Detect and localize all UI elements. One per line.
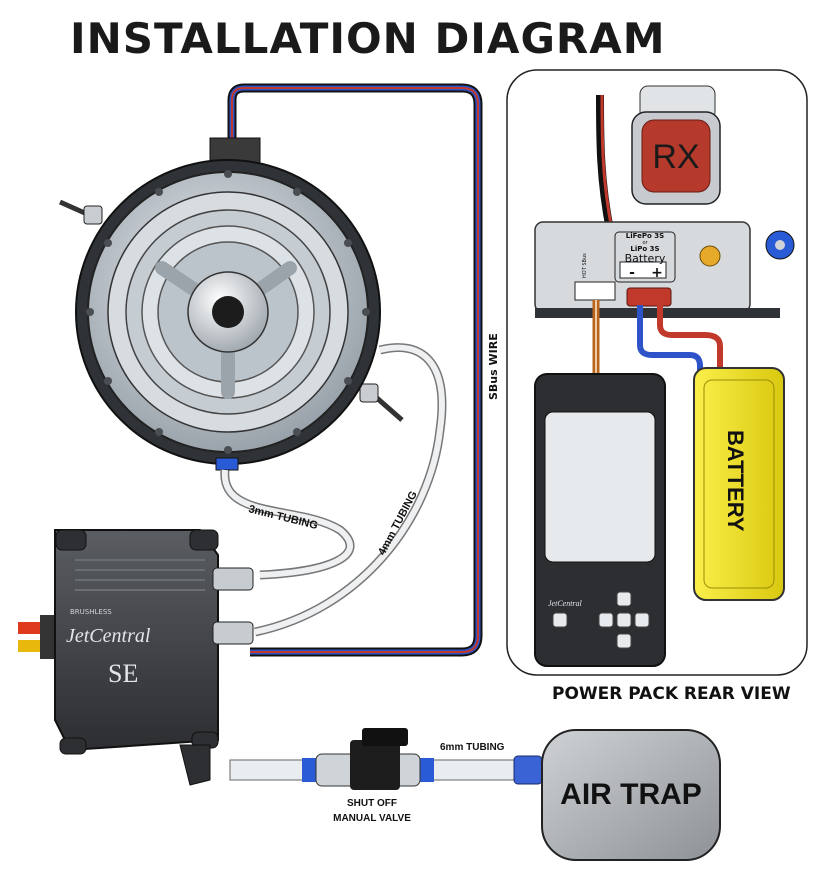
- ecu-jetcentral-se: [18, 529, 254, 786]
- ecu-model: SE: [108, 659, 138, 688]
- valve-label-1: SHUT OFF: [347, 798, 397, 809]
- tubing-4mm-label: 4mm TUBING: [376, 489, 420, 557]
- rx-label: RX: [652, 138, 699, 176]
- tubing-3mm-label: 3mm TUBING: [247, 503, 319, 532]
- battery-module-label: Battery: [625, 252, 666, 265]
- ecu-brand: JetCentral: [66, 625, 151, 647]
- power-pack-caption: POWER PACK REAR VIEW: [552, 684, 791, 704]
- battery-pack-label: BATTERY: [723, 430, 748, 532]
- battery-chem-or: or: [642, 240, 648, 246]
- tubing-3mm: [220, 469, 355, 580]
- gsu-terminal: [534, 373, 666, 667]
- air-trap-label: AIR TRAP: [560, 778, 702, 811]
- tubing-4mm: [254, 343, 447, 637]
- tubing-6mm-label: 6mm TUBING: [440, 742, 505, 753]
- shut-off-valve: [315, 728, 421, 790]
- gsu-brand: JetCentral: [548, 599, 583, 608]
- port-label: HOT SBus: [582, 253, 588, 278]
- page-title: INSTALLATION DIAGRAM: [70, 14, 666, 63]
- battery-pack: [693, 367, 785, 601]
- battery-minus: -: [629, 265, 635, 281]
- valve-label-2: MANUAL VALVE: [333, 813, 411, 824]
- sbus-wire-label: SBus WIRE: [487, 333, 500, 400]
- battery-leads: [592, 300, 723, 380]
- sbus-wire: [227, 83, 483, 657]
- air-trap: [541, 729, 721, 861]
- battery-plus: +: [651, 265, 663, 281]
- battery-chem-2: LiPo 3S: [630, 245, 659, 253]
- turbine-engine: [58, 137, 404, 471]
- ecu-brand-small: BRUSHLESS: [70, 608, 112, 616]
- battery-chem-1: LiFePo 3S: [626, 232, 664, 240]
